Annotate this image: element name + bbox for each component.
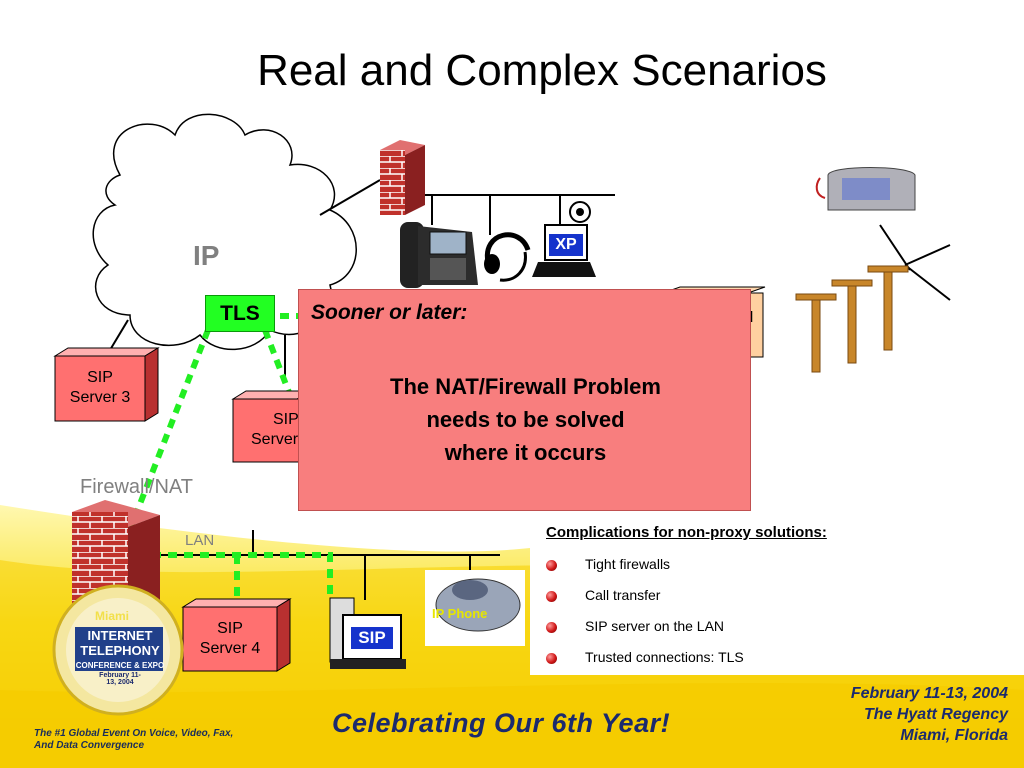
badge-line-1: INTERNET	[87, 628, 153, 643]
sip-server-3-line2: Server 3	[69, 389, 131, 406]
slide-title: Real and Complex Scenarios	[257, 46, 827, 95]
sip-server-3-label: SIP Server 3	[55, 368, 145, 408]
sip-server-3-box	[53, 347, 160, 422]
lan-label: LAN	[185, 532, 215, 549]
firewall-top	[380, 140, 425, 215]
badge-line-3: CONFERENCE & EXPO	[75, 661, 165, 670]
sip-server-2-line2: Server	[251, 431, 299, 448]
cisco-phone-icon	[400, 222, 478, 288]
popup-body: The NAT/Firewall Problem needs to be sol…	[299, 370, 752, 469]
tls-paths	[117, 313, 333, 600]
bullet-text: SIP server on the LAN	[585, 618, 725, 634]
sip-server-2-label: SIP Server	[246, 410, 316, 450]
bullet-text: Trusted connections: TLS	[585, 649, 744, 665]
xp-label: XP	[549, 234, 583, 256]
telephone-poles-icon	[795, 265, 909, 373]
bullet-icon	[546, 560, 557, 571]
sip-server-4-label: SIP Server 4	[183, 619, 277, 659]
footer-event-info: February 11-13, 2004 The Hyatt Regency M…	[808, 683, 1008, 746]
sip-server-4-line2: Server 4	[199, 640, 261, 657]
ip-phone-icon	[425, 570, 525, 646]
bullet-text: Call transfer	[585, 587, 661, 603]
sip-workstation-icon	[329, 597, 406, 669]
event-date: February 11-13, 2004	[850, 685, 1008, 702]
badge-title: INTERNET TELEPHONY CONFERENCE & EXPO	[70, 628, 170, 673]
callout-popup: Sooner or later: The NAT/Firewall Proble…	[298, 289, 751, 511]
badge-date: February 11-13, 2004	[99, 672, 141, 686]
bullet-icon	[546, 591, 557, 602]
popup-line-3: where it occurs	[444, 440, 607, 465]
tls-label: TLS	[205, 295, 275, 332]
ip-phone-label: IP Phone	[432, 606, 488, 621]
bullet-icon	[546, 653, 557, 664]
badge-city: Miami	[95, 609, 130, 623]
firewall-nat-label: Firewall/NAT	[80, 476, 193, 498]
sip-server-4-line1: SIP	[217, 620, 243, 637]
headset-icon	[484, 232, 531, 282]
footer-tagline: The #1 Global Event On Voice, Video, Fax…	[34, 728, 234, 751]
popup-line-1: The NAT/Firewall Problem	[390, 374, 661, 399]
sip-server-4-box	[181, 598, 292, 672]
bullet-text: Tight firewalls	[585, 556, 671, 572]
popup-line-2: needs to be solved	[426, 407, 625, 432]
bullet-icon	[546, 622, 557, 633]
sip-server-2-box	[231, 390, 312, 463]
sip-server-3-line1: SIP	[87, 369, 113, 386]
notes-title: Complications for non-proxy solutions:	[546, 524, 827, 541]
popup-lead: Sooner or later:	[311, 301, 468, 324]
sip-server-2-line1: SIP	[273, 411, 299, 428]
conference-badge-logo	[52, 584, 184, 716]
event-venue: The Hyatt Regency	[863, 706, 1008, 723]
badge-line-2: TELEPHONY	[80, 643, 160, 658]
footer-celebrate: Celebrating Our 6th Year!	[332, 708, 671, 738]
sip-screen-label: SIP	[351, 627, 393, 649]
analog-phone-icon	[815, 167, 916, 211]
event-city: Miami, Florida	[900, 727, 1008, 744]
ip-cloud-label: IP	[193, 240, 220, 271]
